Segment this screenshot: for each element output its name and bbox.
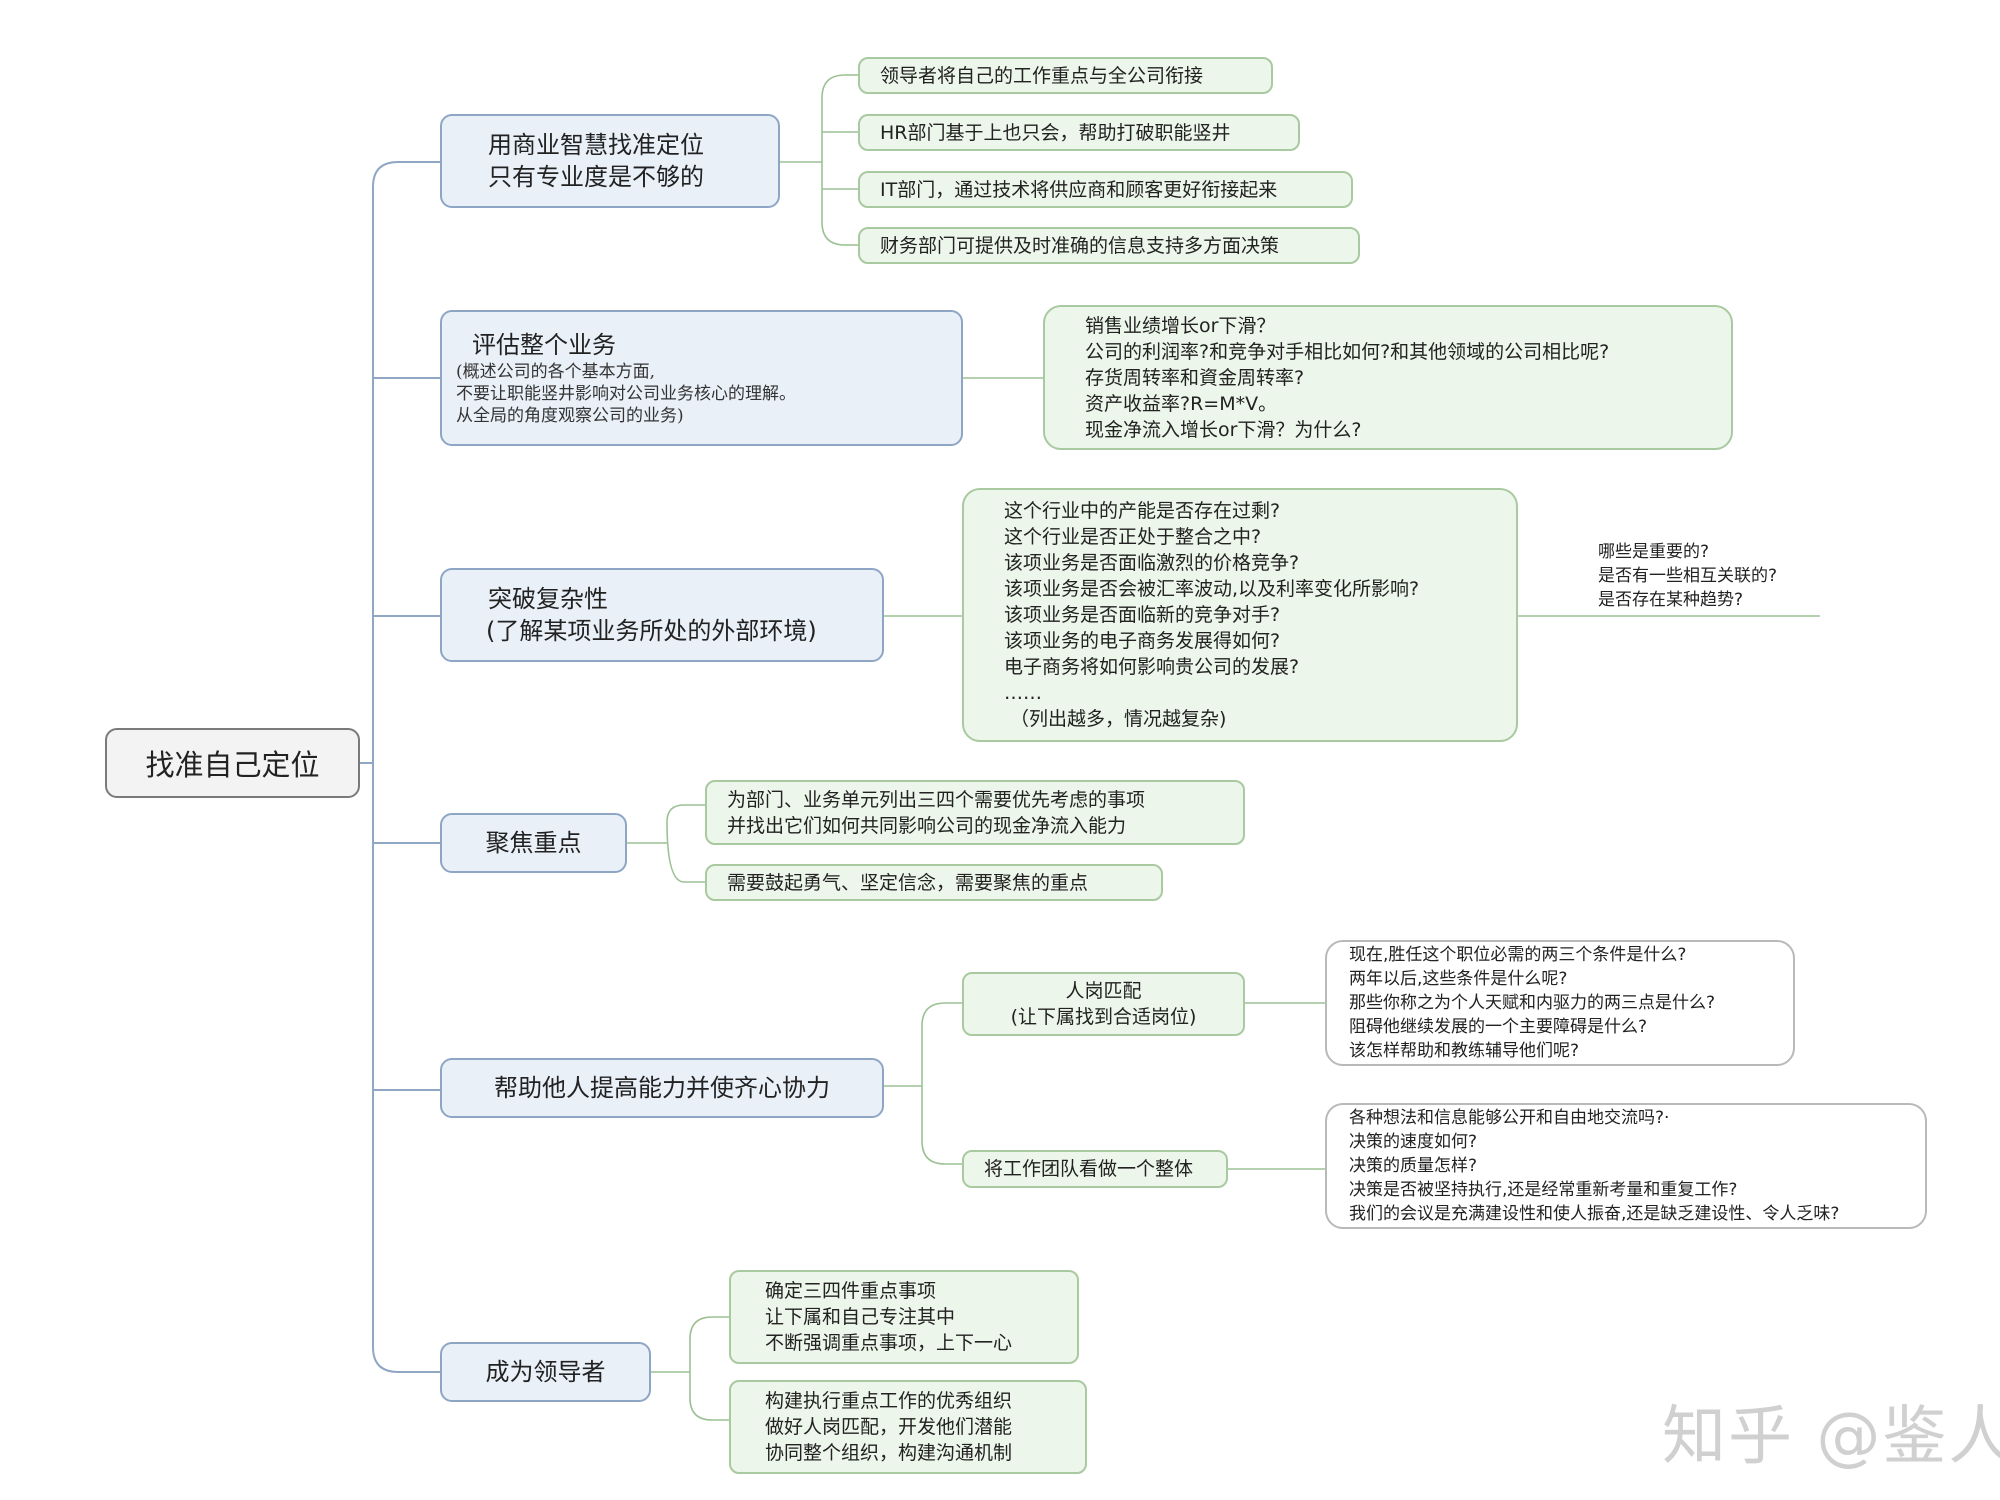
leaf-label: 人岗匹配: [1065, 980, 1142, 1002]
leaf-node[interactable]: 销售业绩增长or下滑？ 公司的利润率?和竞争对手相比如何?和其他领域的公司相比呢…: [1043, 305, 1733, 450]
leaf-label: 不断强调重点事项，上下一心: [765, 1332, 1013, 1354]
root-node[interactable]: 找准自己定位: [105, 728, 360, 798]
leaf-label: 确定三四件重点事项: [765, 1280, 937, 1302]
leaf-label: 公司的利润率?和竞争对手相比如何?和其他领域的公司相比呢?: [1085, 340, 1610, 363]
leaf-connector: [666, 804, 705, 823]
leaf-label: HR部门基于上也只会，帮助打破职能竖井: [880, 121, 1231, 144]
leaf-node[interactable]: 确定三四件重点事项 让下属和自己专注其中 不断强调重点事项，上下一心: [729, 1270, 1079, 1364]
watermark-zhihu: 知乎 @鉴人: [1662, 1400, 2000, 1474]
detail-label: 各种想法和信息能够公开和自由地交流吗?·: [1349, 1108, 1670, 1128]
branch-subtext: (概述公司的各个基本方面,: [456, 362, 656, 382]
leaf-label: 该项业务的电子商务发展得如何?: [1004, 630, 1281, 652]
leaf-connector: [666, 821, 705, 883]
note-label: 是否存在某种趋势?: [1598, 590, 1744, 610]
branch-label: 评估整个业务: [472, 331, 616, 359]
leaf-label: IT部门，通过技术将供应商和顾客更好衔接起来: [880, 178, 1278, 201]
branch-label: 只有专业度是不够的: [488, 163, 704, 191]
leaf-label: (让下属找到合适岗位): [1010, 1006, 1197, 1028]
detail-label: 两年以后,这些条件是什么呢?: [1349, 969, 1568, 989]
leaf-node[interactable]: 为部门、业务单元列出三四个需要优先考虑的事项 并找出它们如何共同影响公司的现金净…: [705, 780, 1245, 845]
detail-box[interactable]: 现在,胜任这个职位必需的两三个条件是什么? 两年以后,这些条件是什么呢? 那些你…: [1325, 940, 1795, 1066]
leaf-node[interactable]: 人岗匹配 (让下属找到合适岗位): [962, 972, 1245, 1036]
detail-label: 决策的速度如何?: [1349, 1132, 1478, 1152]
leaf-label: 领导者将自己的工作重点与全公司衔接: [880, 64, 1204, 87]
leaf-label: 将工作团队看做一个整体: [984, 1158, 1194, 1180]
branch-label: 帮助他人提高能力并使齐心协力: [494, 1074, 830, 1102]
leaf-label: 需要鼓起勇气、坚定信念，需要聚焦的重点: [727, 871, 1089, 894]
leaf-node[interactable]: 构建执行重点工作的优秀组织 做好人岗匹配，开发他们潜能 协同整个组织，构建沟通机…: [729, 1380, 1087, 1474]
leaf-label: 销售业绩增长or下滑？: [1085, 314, 1276, 337]
leaf-label: 做好人岗匹配，开发他们潜能: [765, 1416, 1013, 1438]
leaf-label: 存货周转率和資金周转率?: [1085, 366, 1305, 389]
leaf-node[interactable]: HR部门基于上也只会，帮助打破职能竖井: [858, 114, 1300, 151]
leaf-label: 财务部门可提供及时准确的信息支持多方面决策: [880, 234, 1280, 257]
root-trunk: [372, 161, 399, 1373]
leaf-label: ……: [1004, 682, 1042, 704]
leaf-label: 该项业务是否会被汇率波动,以及利率变化所影响?: [1004, 578, 1420, 600]
branch-break-complexity[interactable]: 突破复杂性 (了解某项业务所处的外部环境): [440, 568, 884, 662]
leaf-connector: [821, 74, 846, 246]
branch-label: 用商业智慧找准定位: [488, 131, 704, 159]
leaf-label: 让下属和自己专注其中: [765, 1306, 956, 1328]
detail-label: 我们的会议是充满建设性和使人振奋,还是缺乏建设性、令人乏味?: [1349, 1204, 1840, 1224]
note-label: 哪些是重要的?: [1598, 542, 1710, 562]
leaf-label: 现金净流入增长or下滑？为什么?: [1085, 418, 1362, 441]
leaf-label: 为部门、业务单元列出三四个需要优先考虑的事项: [727, 788, 1146, 811]
branch-be-leader[interactable]: 成为领导者: [440, 1342, 651, 1402]
root-label: 找准自己定位: [145, 748, 320, 782]
leaf-node[interactable]: 将工作团队看做一个整体: [962, 1150, 1228, 1188]
leaf-label: 构建执行重点工作的优秀组织: [765, 1390, 1013, 1412]
detail-box[interactable]: 各种想法和信息能够公开和自由地交流吗?· 决策的速度如何? 决策的质量怎样? 决…: [1325, 1103, 1927, 1229]
leaf-node[interactable]: 这个行业中的产能是否存在过剩? 这个行业是否正处于整合之中? 该项业务是否面临激…: [962, 488, 1518, 742]
note-label: 是否有一些相互关联的?: [1598, 566, 1778, 586]
floating-note[interactable]: 哪些是重要的? 是否有一些相互关联的? 是否存在某种趋势?: [1598, 540, 1777, 612]
leaf-label: 资产收益率?R=M*V。: [1085, 392, 1278, 415]
leaf-connector: [689, 1316, 713, 1421]
leaf-node[interactable]: 需要鼓起勇气、坚定信念，需要聚焦的重点: [705, 864, 1163, 901]
leaf-node[interactable]: 领导者将自己的工作重点与全公司衔接: [858, 57, 1273, 94]
leaf-node[interactable]: 财务部门可提供及时准确的信息支持多方面决策: [858, 227, 1360, 264]
detail-label: 现在,胜任这个职位必需的两三个条件是什么?: [1349, 945, 1687, 965]
branch-subtext: 不要让职能竖井影响对公司业务核心的理解。: [456, 384, 796, 404]
leaf-label: 电子商务将如何影响贵公司的发展?: [1004, 656, 1300, 678]
detail-label: 那些你称之为个人天赋和内驱力的两三点是什么?: [1349, 993, 1716, 1013]
leaf-label: 该项业务是否面临新的竞争对手?: [1004, 604, 1281, 626]
branch-business-acumen[interactable]: 用商业智慧找准定位 只有专业度是不够的: [440, 114, 780, 208]
branch-label: 聚焦重点: [485, 829, 582, 857]
branch-assess-business[interactable]: 评估整个业务 (概述公司的各个基本方面, 不要让职能竖井影响对公司业务核心的理解…: [440, 310, 963, 446]
leaf-label: 这个行业中的产能是否存在过剩?: [1004, 500, 1281, 522]
detail-label: 决策的质量怎样?: [1349, 1156, 1478, 1176]
leaf-node[interactable]: IT部门，通过技术将供应商和顾客更好衔接起来: [858, 171, 1353, 208]
branch-subtext: 从全局的角度观察公司的业务): [456, 406, 684, 426]
branch-label: (了解某项业务所处的外部环境): [486, 617, 817, 645]
leaf-label: 该项业务是否面临激烈的价格竞争?: [1004, 552, 1300, 574]
branch-help-others[interactable]: 帮助他人提高能力并使齐心协力: [440, 1058, 884, 1118]
leaf-label: 并找出它们如何共同影响公司的现金净流入能力: [727, 814, 1127, 837]
detail-label: 决策是否被坚持执行,还是经常重新考量和重复工作?: [1349, 1180, 1738, 1200]
leaf-connector: [921, 1002, 946, 1165]
branch-label: 突破复杂性: [488, 585, 608, 613]
branch-label: 成为领导者: [485, 1358, 606, 1386]
leaf-label: 协同整个组织，构建沟通机制: [765, 1442, 1013, 1464]
leaf-label: （列出越多，情况越复杂): [1010, 708, 1227, 730]
branch-focus[interactable]: 聚焦重点: [440, 813, 627, 873]
detail-label: 该怎样帮助和教练辅导他们呢?: [1349, 1041, 1580, 1061]
leaf-label: 这个行业是否正处于整合之中?: [1004, 526, 1262, 548]
detail-label: 阻碍他继续发展的一个主要障碍是什么?: [1349, 1017, 1648, 1037]
